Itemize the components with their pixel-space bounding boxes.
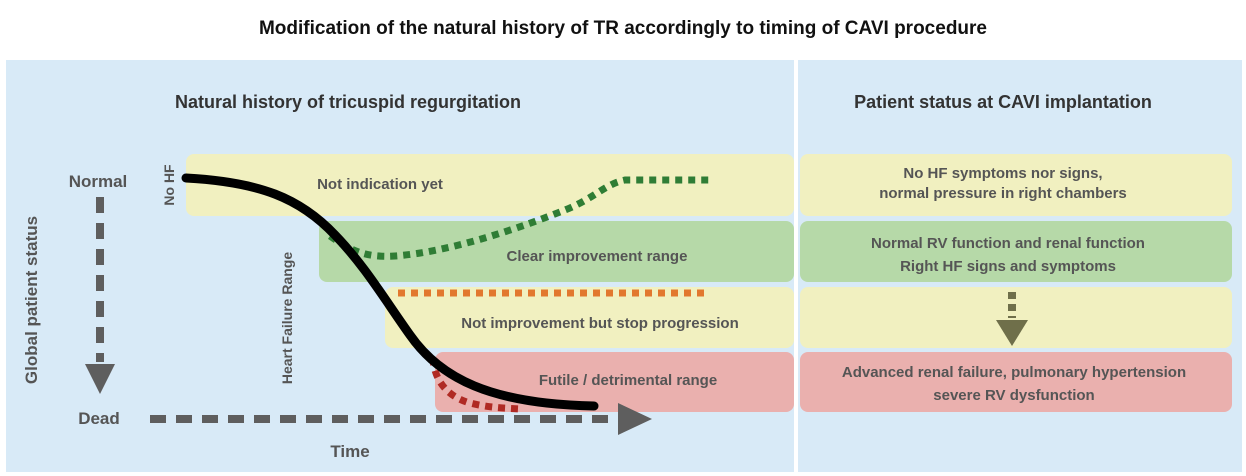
right-panel-down-arrow-icon: [996, 320, 1028, 346]
no-hf-label: No HF: [161, 164, 177, 206]
y-axis-down-arrow-icon: [85, 364, 115, 394]
status-band-advanced: [800, 352, 1232, 412]
status-band-normal-rv: [800, 221, 1232, 282]
band-stop-progression: [385, 287, 794, 348]
status-text-no-hf-line1: No HF symptoms nor signs,: [903, 165, 1102, 182]
y-axis-label: Global patient status: [22, 216, 41, 384]
band-clear-improvement: [319, 221, 794, 282]
figure-title: Modification of the natural history of T…: [259, 18, 987, 39]
status-text-normal-rv-line1: Normal RV function and renal function: [871, 235, 1145, 252]
left-panel-heading: Natural history of tricuspid regurgitati…: [175, 92, 521, 112]
band-label-futile-detrimental: Futile / detrimental range: [539, 372, 717, 389]
status-band-no-hf: [800, 154, 1232, 216]
band-label-clear-improvement: Clear improvement range: [507, 248, 688, 265]
band-label-stop-progression: Not improvement but stop progression: [461, 315, 739, 332]
status-text-normal-rv-line2: Right HF signs and symptoms: [900, 258, 1116, 275]
heart-failure-range-label: Heart Failure Range: [279, 252, 295, 384]
green-dotted-curve: [327, 176, 710, 260]
status-text-advanced-line2: severe RV dysfunction: [933, 387, 1094, 404]
x-axis-label: Time: [330, 442, 369, 461]
y-top-label-normal: Normal: [69, 172, 128, 191]
natural-history-curve: [181, 173, 599, 411]
right-panel-heading: Patient status at CAVI implantation: [854, 92, 1152, 112]
red-dotted-curve: [429, 357, 521, 413]
band-label-not-indication-yet: Not indication yet: [317, 176, 443, 193]
y-bottom-label-dead: Dead: [78, 409, 120, 428]
status-text-advanced-line1: Advanced renal failure, pulmonary hypert…: [842, 364, 1186, 381]
x-axis-right-arrow-icon: [618, 403, 652, 435]
band-not-indication-yet: [186, 154, 794, 216]
status-text-no-hf-line2: normal pressure in right chambers: [879, 185, 1127, 202]
